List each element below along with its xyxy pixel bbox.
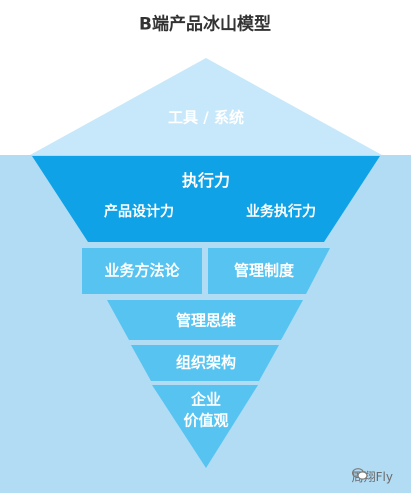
block-management-thinking <box>107 300 303 340</box>
tip-label: 工具 / 系统 <box>168 108 244 127</box>
row2-left-label: 业务方法论 <box>104 261 180 280</box>
block-org-structure <box>131 345 279 381</box>
block-methodology <box>82 248 202 294</box>
bottom-label-line2: 价值观 <box>183 411 229 430</box>
row4-label: 组织架构 <box>175 353 237 372</box>
block-values <box>152 385 258 468</box>
band-right-label: 业务执行力 <box>246 204 316 220</box>
bottom-label-line1: 企业 <box>190 390 222 409</box>
diagram-title: B端产品冰山模型 <box>139 14 271 35</box>
block-management-system <box>208 248 330 294</box>
row3-label: 管理思维 <box>175 311 237 330</box>
watermark: 周翔Fly <box>351 468 393 485</box>
band-execution <box>32 156 380 242</box>
iceberg-tip <box>30 58 382 155</box>
row2-right-label: 管理制度 <box>233 261 295 280</box>
band-left-label: 产品设计力 <box>104 204 174 220</box>
band-heading: 执行力 <box>181 171 231 190</box>
wechat-icon <box>351 468 368 480</box>
